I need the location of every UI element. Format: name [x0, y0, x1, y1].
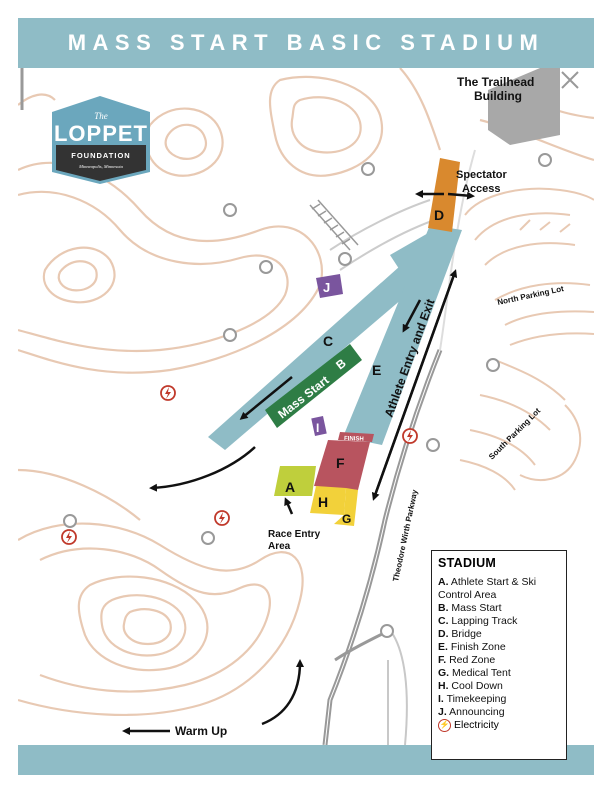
zone-j-label: J: [323, 280, 330, 295]
finish-label: FINISH: [344, 436, 364, 443]
zone-i-timekeeping: [311, 415, 327, 437]
zone-c-label: C: [323, 333, 333, 349]
trees: [63, 153, 552, 638]
page-title: MASS START BASIC STADIUM: [67, 30, 545, 55]
zone-i-label: I: [316, 421, 319, 435]
legend-item-b: B. Mass Start: [438, 602, 502, 614]
zone-h-cool-down: [310, 486, 346, 515]
stadium-legend: STADIUM A. Athlete Start & Ski Control A…: [431, 550, 567, 760]
logo-main-text: LOPPET: [54, 121, 148, 146]
legend-item-h: H. Cool Down: [438, 680, 503, 692]
zone-h-label: H: [318, 494, 328, 510]
finish-line: [338, 432, 374, 442]
direction-arrows: [122, 190, 475, 735]
logo-sub-text: FOUNDATION: [71, 151, 130, 160]
legend-item-j: J. Announcing: [438, 706, 505, 718]
race-entry-label-line1: Race Entry: [268, 529, 321, 540]
lightning-bolt-icon: [214, 510, 230, 526]
legend-item-e: E. Finish Zone: [438, 641, 506, 653]
north-parking-lot: [464, 187, 594, 346]
legend-item-c: C. Lapping Track: [438, 615, 518, 627]
zone-j-announcing: [316, 274, 343, 298]
electricity-markers: [61, 385, 418, 545]
title-banner: MASS START BASIC STADIUM: [18, 18, 594, 68]
legend-item-f: F. Red Zone: [438, 654, 496, 666]
logo-small-text: The: [94, 111, 108, 121]
legend-item-electricity: ⚡ Electricity: [438, 719, 561, 732]
lightning-bolt-icon: [61, 529, 77, 545]
lightning-bolt-icon: [160, 385, 176, 401]
south-parking-lot: [459, 359, 582, 491]
trailhead-label-line2: Building: [474, 89, 522, 103]
race-entry-label-line2: Area: [268, 541, 291, 552]
lightning-bolt-icon: ⚡: [438, 719, 451, 732]
legend-title: STADIUM: [438, 556, 497, 570]
bridge-rails: [309, 199, 359, 251]
zone-e-label: E: [372, 362, 381, 378]
legend-electricity-label: Electricity: [454, 719, 499, 731]
legend-item-d: D. Bridge: [438, 628, 482, 640]
zone-g-label: G: [342, 512, 351, 526]
zone-a-label: A: [285, 479, 295, 495]
loppet-logo: The LOPPET FOUNDATION Minneapolis, Minne…: [52, 96, 150, 184]
terrain-contours: [18, 68, 594, 716]
legend-item-g: G. Medical Tent: [438, 667, 511, 679]
spectator-label-line2: Access: [462, 183, 501, 195]
trailhead-label-line1: The Trailhead: [457, 75, 534, 89]
legend-item-i: I. Timekeeping: [438, 693, 507, 705]
zone-f-label: F: [336, 455, 345, 471]
zone-a-start-area: [274, 466, 316, 496]
logo-tag-text: Minneapolis, Minnesota: [78, 164, 123, 170]
south-lot-label: South Parking Lot: [487, 406, 542, 461]
lapping-track: [208, 225, 462, 450]
zone-g-medical-tent: [334, 488, 358, 526]
trailhead-building: [488, 68, 579, 145]
zone-b-mass-start: [265, 344, 362, 428]
parkway-label: Theodore Wirth Parkway: [391, 488, 419, 582]
legend-item-a: A. Athlete Start & Ski Control Area: [438, 576, 537, 601]
lightning-bolt-icon: [402, 428, 418, 444]
spectator-label-line1: Spectator: [456, 169, 507, 181]
warm-up-label: Warm Up: [175, 724, 227, 738]
zone-d-label: D: [434, 207, 444, 223]
zone-f-red-zone: [314, 440, 370, 490]
